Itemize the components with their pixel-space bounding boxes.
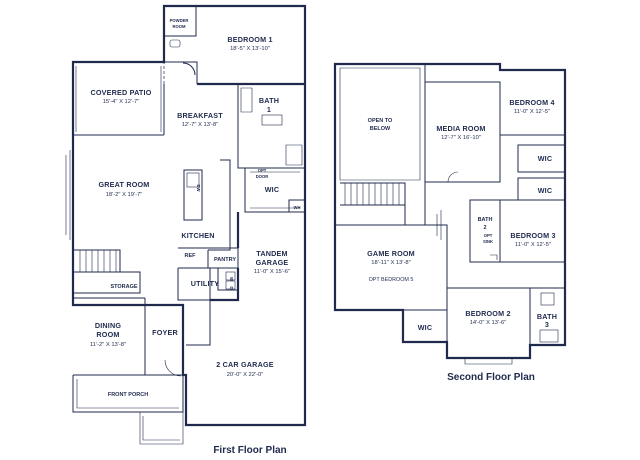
powder-room-label-1: POWDER	[170, 18, 189, 23]
tandem-garage-dims: 11'-0" X 15'-6"	[254, 269, 290, 275]
wic-upper-label: WIC	[538, 154, 553, 163]
second-floor-plan: OPEN TO BELOW MEDIA ROOM 12'-7" X 16'-10…	[333, 62, 567, 383]
first-floor-plan: POWDER ROOM BEDROOM 1 18'-5" X 13'-10" C…	[65, 4, 307, 456]
breakfast-label: BREAKFAST	[177, 111, 223, 120]
bedroom3-label: BEDROOM 3	[510, 231, 555, 240]
kitchen-label: KITCHEN	[181, 231, 214, 240]
open-to-below-outline	[334, 64, 426, 226]
front-porch-outline	[72, 374, 184, 413]
dining-room-dims: 11'-2" X 13'-8"	[90, 342, 126, 348]
dining-room-label-2: ROOM	[96, 330, 119, 339]
bedroom4-label: BEDROOM 4	[509, 98, 554, 107]
bedroom3-wall	[500, 199, 565, 263]
opt-sink-label-2: SINK	[483, 239, 493, 244]
bath2-wall	[469, 199, 501, 263]
front-porch-label: FRONT PORCH	[108, 392, 148, 398]
opt-door-label-1: OPT	[258, 168, 267, 173]
first-floor-caption: First Floor Plan	[213, 445, 286, 456]
wic-lower-label: WIC	[538, 186, 553, 195]
media-room-dims: 12'-7" X 16'-10"	[441, 135, 481, 141]
covered-patio-label: COVERED PATIO	[90, 88, 151, 97]
utility-wall	[177, 268, 210, 301]
bath2-label-2: 2	[483, 225, 486, 231]
breakfast-dims: 12'-7" X 13'-8"	[182, 122, 219, 128]
powder-room-label-2: ROOM	[172, 24, 186, 29]
dining-room-label-1: DINING	[95, 321, 122, 330]
covered-patio-dims: 15'-4" X 12'-7"	[103, 99, 140, 105]
game-room-label: GAME ROOM	[367, 249, 415, 258]
bedroom1-label: BEDROOM 1	[227, 35, 272, 44]
dryer-label: D	[229, 286, 234, 289]
tandem-garage-label-2: GARAGE	[256, 258, 289, 267]
bedroom2-dims: 14'-0" X 13'-6"	[470, 320, 507, 326]
second-floor-caption: Second Floor Plan	[447, 372, 535, 383]
wic-wall	[244, 168, 305, 213]
media-room-wall	[425, 81, 501, 183]
bath1-label-1: BATH	[259, 96, 279, 105]
two-car-garage-dims: 20'-0" X 22'-0"	[227, 372, 264, 378]
bath3-label-1: BATH	[537, 312, 557, 321]
bedroom1-dims: 18'-5" X 13'-10"	[230, 46, 270, 52]
foyer-label: FOYER	[152, 328, 178, 337]
bath2-label-1: BATH	[478, 217, 493, 223]
opt-sink-label-1: OPT	[484, 233, 493, 238]
water-heater-label: WH	[294, 205, 301, 210]
opt-door-label-2: DOOR	[256, 174, 269, 179]
media-room-label: MEDIA ROOM	[436, 124, 485, 133]
garage-wall	[210, 268, 240, 302]
powder-room-wall	[163, 6, 197, 37]
game-room-dims: 18'-11" X 13'-8"	[371, 260, 410, 266]
great-room-label: GREAT ROOM	[99, 180, 150, 189]
washer-label: W	[229, 277, 234, 281]
stairs-second-floor	[340, 182, 406, 225]
bath1-label-2: 1	[267, 105, 271, 114]
kitchen-island	[183, 169, 203, 221]
game-room-wall	[335, 224, 448, 300]
bedroom2-label: BEDROOM 2	[465, 309, 510, 318]
open-to-below-label-2: BELOW	[370, 126, 391, 132]
utility-label: UTILITY	[191, 279, 220, 288]
storage-label: STORAGE	[110, 284, 137, 290]
bath3-label-2: 3	[545, 320, 549, 329]
open-to-below-label-1: OPEN TO	[368, 118, 393, 124]
bath1-wall	[237, 84, 305, 169]
dishwasher-label: DW	[196, 185, 201, 192]
refrigerator-label: REF	[185, 253, 197, 259]
bedroom3-dims: 11'-0" X 12'-5"	[515, 242, 551, 248]
wic-label: WIC	[265, 185, 280, 194]
great-room-dims: 18'-2" X 19'-7"	[106, 192, 143, 198]
wic-bedroom2-label: WIC	[418, 323, 433, 332]
stairs-first-floor	[73, 249, 141, 294]
bedroom4-dims: 11'-0" X 12'-5"	[514, 109, 550, 115]
game-room-note: OPT BEDROOM 5	[369, 277, 414, 283]
two-car-garage-label: 2 CAR GARAGE	[216, 360, 274, 369]
tandem-garage-label-1: TANDEM	[256, 249, 287, 258]
pantry-label: PANTRY	[214, 257, 236, 263]
